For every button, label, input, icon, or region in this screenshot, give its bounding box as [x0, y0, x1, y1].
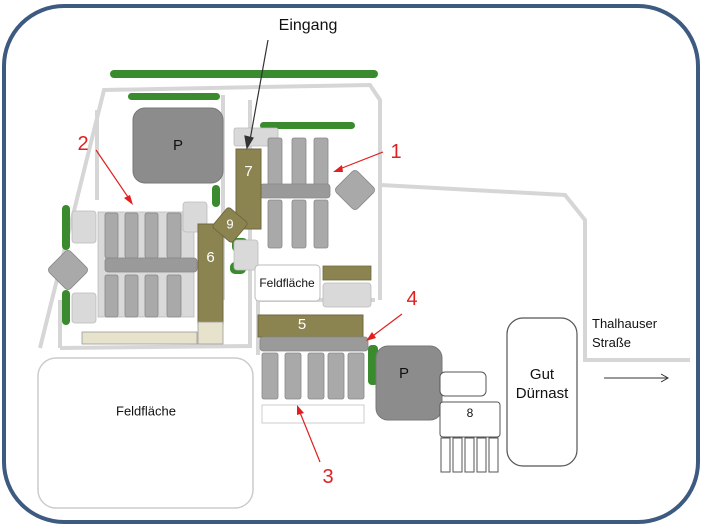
entrance-arrow [244, 39, 269, 150]
building-6: 6 [197, 223, 224, 345]
building-5: 5 [257, 314, 364, 338]
building-9: 9 [212, 207, 248, 243]
area-callout-2: 2 [77, 133, 133, 205]
building-complex-north [233, 127, 375, 271]
street-direction-arrow [604, 373, 670, 383]
building-8-number: 8 [467, 406, 474, 420]
area-callout-1: 1 [333, 141, 402, 172]
area-callout-3: 3 [297, 405, 334, 488]
parking-lot-east: P [375, 345, 443, 421]
south-strip [261, 404, 365, 424]
parking-lot-north: P [132, 107, 224, 184]
large-field: Feldfläche [37, 357, 254, 509]
estate-label-line2: Dürnast [516, 385, 569, 402]
area-number-4: 4 [406, 288, 417, 310]
gut-duernast-building: Gut Dürnast [506, 317, 578, 467]
area-number-3: 3 [322, 466, 333, 488]
building-complex-south [259, 336, 369, 400]
area-number-2: 2 [77, 133, 88, 155]
building-7: 7 [235, 148, 262, 230]
field-label-small: Feldfläche [259, 276, 315, 290]
entrance-label: Eingang [279, 17, 338, 34]
building-8: 8 [439, 371, 501, 473]
street-label-line1: Thalhauser [592, 316, 658, 331]
parking-label-north: P [173, 137, 183, 154]
field-buildings: Feldfläche [254, 264, 372, 308]
area-number-1: 1 [390, 141, 401, 163]
area-callout-4: 4 [366, 288, 418, 341]
field-label-large: Feldfläche [116, 403, 176, 418]
building-5-number: 5 [298, 316, 306, 333]
building-7-number: 7 [244, 163, 252, 180]
estate-label-line1: Gut [530, 366, 555, 383]
street-label-line2: Straße [592, 335, 631, 350]
building-9-number: 9 [226, 216, 233, 231]
parking-label-east: P [399, 365, 409, 382]
hedges [62, 70, 378, 385]
building-complex-west [48, 201, 208, 324]
long-building-west [81, 331, 198, 345]
building-6-number: 6 [206, 249, 214, 266]
